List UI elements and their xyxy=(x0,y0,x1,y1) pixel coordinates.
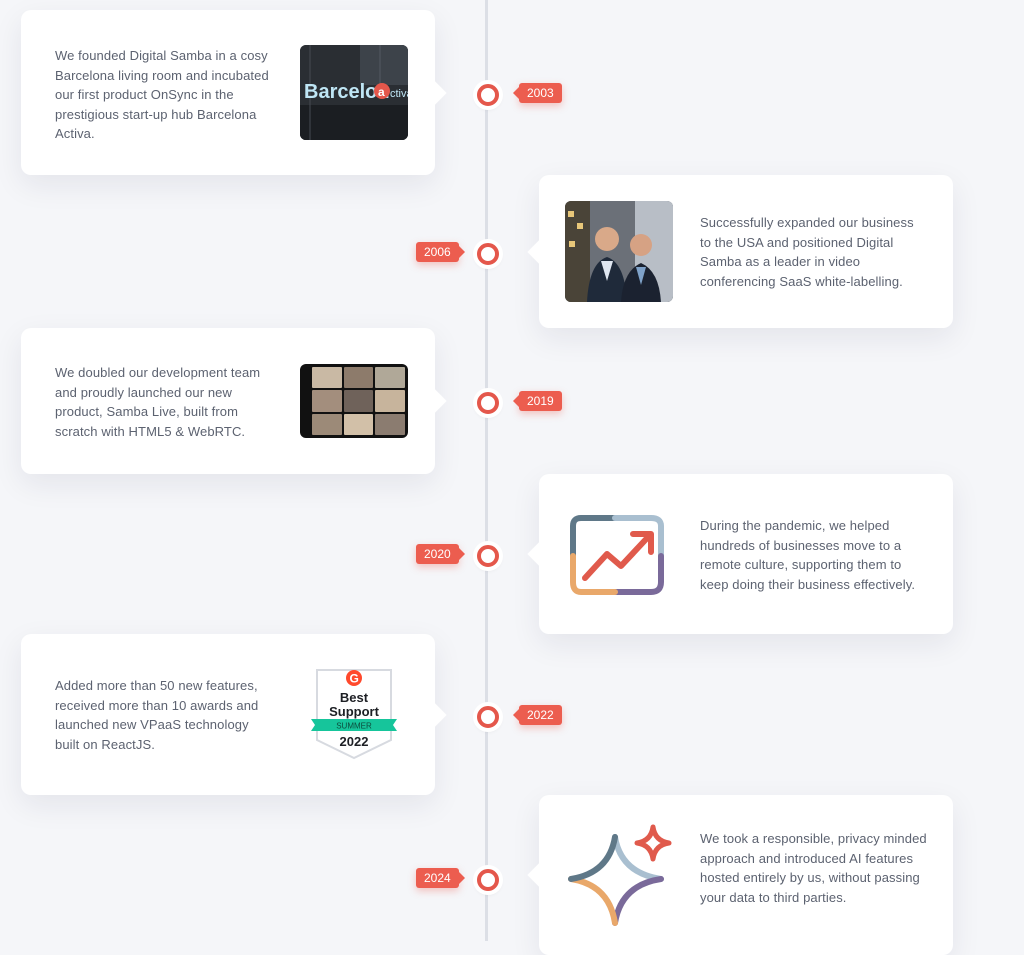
timeline-card-2020: During the pandemic, we helped hundreds … xyxy=(539,474,953,634)
timeline-dot-2019 xyxy=(477,392,499,414)
sparkle-graphic xyxy=(568,824,672,926)
year-badge-2020: 2020 xyxy=(416,544,465,564)
timeline-card-2019: We doubled our development team and prou… xyxy=(21,328,435,474)
barcelona-activa-photo: Barcelon a ctiva xyxy=(300,45,408,140)
timeline-card-2006: Successfully expanded our business to th… xyxy=(539,175,953,328)
timeline-card-text: We founded Digital Samba in a cosy Barce… xyxy=(55,48,269,141)
year-badge-2003: 2003 xyxy=(513,83,562,103)
timeline-dot-2022 xyxy=(477,706,499,728)
svg-text:2022: 2022 xyxy=(340,734,369,749)
timeline-dot-2024 xyxy=(477,869,499,891)
year-badge-2006: 2006 xyxy=(416,242,465,262)
svg-text:ctiva: ctiva xyxy=(390,88,408,100)
svg-text:Support: Support xyxy=(329,704,379,719)
svg-text:SUMMER: SUMMER xyxy=(336,722,372,731)
timeline-dot-2006 xyxy=(477,243,499,265)
g2-best-support-badge: G Best Support SUMMER 2022 xyxy=(311,666,397,762)
ai-sparkle-icon xyxy=(565,823,675,933)
timeline-dot-2003 xyxy=(477,84,499,106)
growth-chart-graphic xyxy=(570,515,664,595)
year-badge-2019: 2019 xyxy=(513,391,562,411)
timeline-dot-2020 xyxy=(477,545,499,567)
timeline-card-text: Successfully expanded our business to th… xyxy=(700,215,914,289)
timeline-card-text: During the pandemic, we helped hundreds … xyxy=(700,518,916,592)
timeline-card-2003: We founded Digital Samba in a cosy Barce… xyxy=(21,10,435,175)
svg-text:G: G xyxy=(350,672,359,686)
year-badge-2024: 2024 xyxy=(416,868,465,888)
svg-text:a: a xyxy=(378,85,385,99)
timeline-card-2022: Added more than 50 new features, receive… xyxy=(21,634,435,795)
timeline-card-2024: We took a responsible, privacy minded ap… xyxy=(539,795,953,955)
badge-graphic: G Best Support SUMMER 2022 xyxy=(311,669,397,760)
barcelona-sign-graphic: Barcelon a ctiva xyxy=(300,45,408,140)
timeline-card-text: Added more than 50 new features, receive… xyxy=(55,678,259,752)
timeline-card-text: We took a responsible, privacy minded ap… xyxy=(700,831,927,905)
founders-graphic xyxy=(565,201,673,302)
svg-text:Barcelon: Barcelon xyxy=(304,81,390,103)
year-badge-2022: 2022 xyxy=(513,705,562,725)
timeline-card-text: We doubled our development team and prou… xyxy=(55,365,261,439)
growth-chart-icon xyxy=(565,512,671,598)
timeline-line xyxy=(485,0,488,941)
video-call-grid-photo xyxy=(300,364,408,438)
svg-text:Best: Best xyxy=(340,690,369,705)
founders-photo xyxy=(565,201,673,302)
